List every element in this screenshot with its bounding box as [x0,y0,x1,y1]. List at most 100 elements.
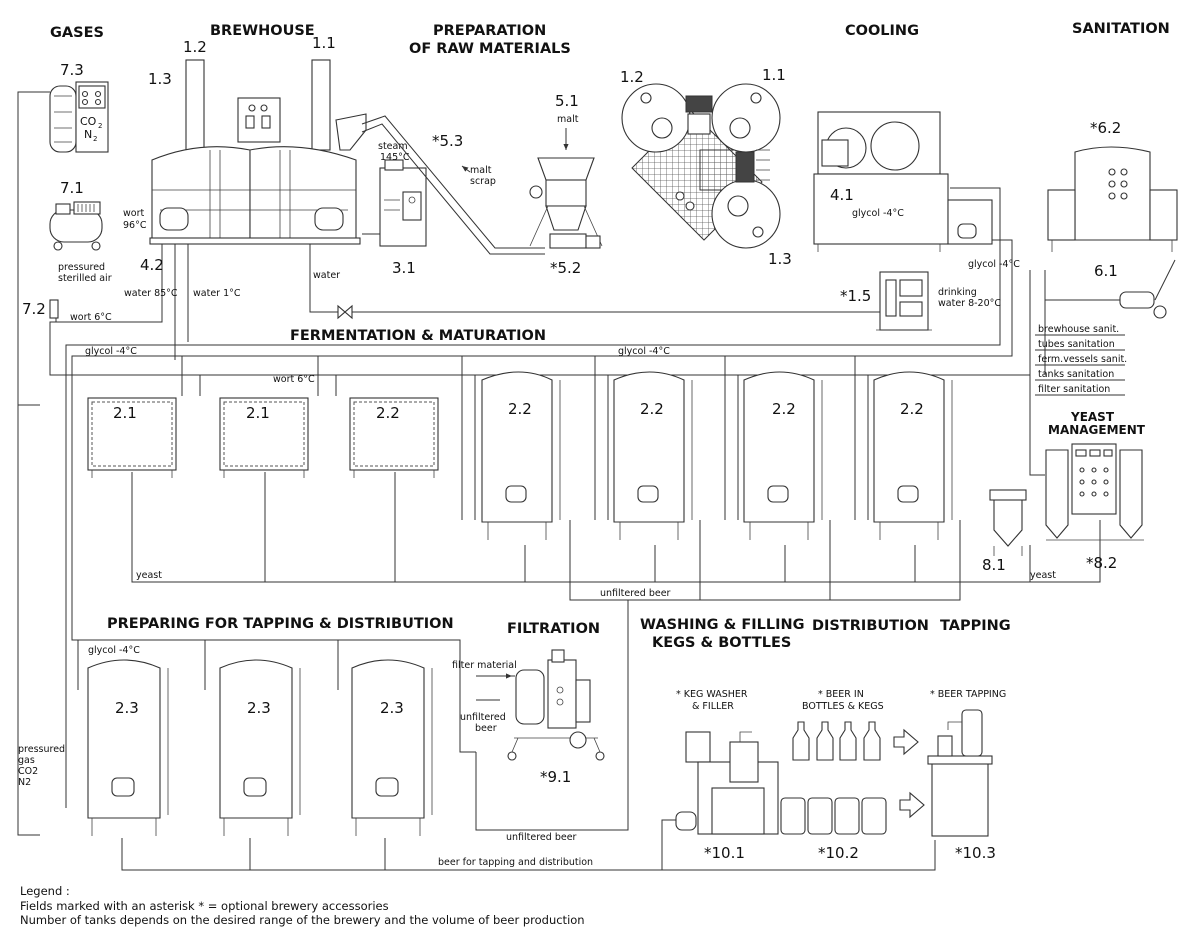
heading-distribution: DISTRIBUTION [812,618,929,634]
pressured-gas-line2: gas [18,755,35,766]
heading-cooling: COOLING [845,23,919,39]
label-bh-1-2: 1.2 [183,38,207,56]
heading-washing-2: KEGS & BOTTLES [652,635,791,651]
steam-generator [362,159,427,247]
heading-brewhouse: BREWHOUSE [210,23,315,39]
heading-yeast-1: YEAST [1070,410,1115,424]
section-headings: GASES BREWHOUSE PREPARATION OF RAW MATER… [50,21,1170,651]
pressured-air-line1: pressured [58,262,105,273]
glycol-ferm-label-b: glycol -4°C [618,346,670,357]
heading-fermentation: FERMENTATION & MATURATION [290,328,546,344]
label-ferm-2-1-b: 2.1 [246,404,270,422]
unfiltered-beer-line1: unfiltered [460,712,506,723]
sanitation-item: tubes sanitation [1038,339,1115,350]
yeast-label-a: yeast [136,570,162,581]
sanitation-item: brewhouse sanit. [1038,324,1119,335]
co2-n2-gas-cylinders: CO 2 N 2 [49,81,109,153]
pressured-gas-line3: CO2 [18,766,38,777]
heading-washing-1: WASHING & FILLING [640,617,805,633]
pressured-gas-line4: N2 [18,777,31,788]
unfiltered-beer-label-b: unfiltered beer [506,832,577,843]
sanitation-item: tanks sanitation [1038,369,1114,380]
cooling-unit [813,111,993,252]
water-85-label: water 85°C [124,288,178,299]
n2-label: N [84,128,92,141]
sterile-air-filter [49,299,59,319]
water-treatment-unit [876,271,932,331]
unfiltered-beer-line2: beer [475,723,497,734]
label-tank-2-3-c: 2.3 [380,699,404,717]
heading-raw-materials-1: PREPARATION [433,23,546,39]
label-5-3: *5.3 [432,132,463,150]
label-bh-1-1: 1.1 [312,34,336,52]
n2-subscript: 2 [93,135,97,143]
label-5-1: 5.1 [555,92,579,110]
water-1-label: water 1°C [193,288,241,299]
label-ferm-2-2-b: 2.2 [508,400,532,418]
label-ferm-2-2-e: 2.2 [900,400,924,418]
co2-subscript: 2 [98,122,102,130]
wort-96-line2: 96°C [123,220,147,231]
heading-filtration: FILTRATION [507,621,600,637]
open-fermentation-vessels [87,397,439,478]
air-compressor [49,201,103,251]
cip-pump-cart [1045,259,1176,319]
sanitation-distribution-list: brewhouse sanit. tubes sanitation ferm.v… [1035,324,1127,396]
malt-scrap-line2: scrap [470,176,496,187]
beer-kegs [780,797,887,835]
label-8-1: 8.1 [982,556,1006,574]
wort-6-label-gases: wort 6°C [70,312,112,323]
label-7-1: 7.1 [60,179,84,197]
label-3-1: 3.1 [392,259,416,277]
steam-line2: 145°C [380,152,410,163]
wort-6-label-ferm: wort 6°C [273,374,315,385]
malt-scrap-line1: malt [470,165,492,176]
label-5-2: *5.2 [550,259,581,277]
label-8-2: *8.2 [1086,554,1117,572]
label-4-2: 4.2 [140,256,164,274]
label-ferm-2-2-c: 2.2 [640,400,664,418]
legend-line-2: Number of tanks depends on the desired r… [20,913,585,927]
glycol-return-label: glycol -4°C [968,259,1020,270]
glycol-41-label: glycol -4°C [852,208,904,219]
glycol-tapping-label: glycol -4°C [88,645,140,656]
yeast-management-plant [1045,443,1144,541]
label-rm-1-2: 1.2 [620,68,644,86]
label-4-1: 4.1 [830,186,854,204]
piping-network [17,91,1101,871]
yeast-label-b: yeast [1030,570,1056,581]
glycol-ferm-label-a: glycol -4°C [85,346,137,357]
label-10-2: *10.2 [818,844,859,862]
legend-title: Legend : [20,884,70,898]
label-9-1: *9.1 [540,768,571,786]
label-ferm-2-2-a: 2.2 [376,404,400,422]
label-6-1: 6.1 [1094,262,1118,280]
cylindroconical-lager-tanks [481,371,953,540]
wort-96-line1: wort [123,208,144,219]
keg-washer-line1: * KEG WASHER [676,689,748,700]
water-label: water [313,270,340,281]
keg-washer-filler [675,731,779,835]
label-rm-1-3: 1.3 [768,250,792,268]
legend: Legend : Fields marked with an asterisk … [20,884,585,928]
water-valve [337,304,353,320]
pressured-air-line2: sterilled air [58,273,112,284]
co2-label: CO [80,115,97,128]
label-rm-1-1: 1.1 [762,66,786,84]
distribution-arrows [893,728,925,819]
unfiltered-beer-label-a: unfiltered beer [600,588,671,599]
beer-tapping-label: * BEER TAPPING [930,689,1006,700]
beer-bottles [792,721,881,761]
heading-tapping-prep: PREPARING FOR TAPPING & DISTRIBUTION [107,616,454,632]
sanitation-item: filter sanitation [1038,384,1110,395]
label-6-2: *6.2 [1090,119,1121,137]
label-bh-1-3: 1.3 [148,70,172,88]
label-10-1: *10.1 [704,844,745,862]
sanitation-item: ferm.vessels sanit. [1038,354,1127,365]
heading-yeast-2: MANAGEMENT [1048,423,1146,437]
label-ferm-2-1-a: 2.1 [113,404,137,422]
beer-bottles-line2: BOTTLES & KEGS [802,701,884,712]
filter-material-label: filter material [452,660,517,671]
beer-tap-dispenser [927,709,993,837]
